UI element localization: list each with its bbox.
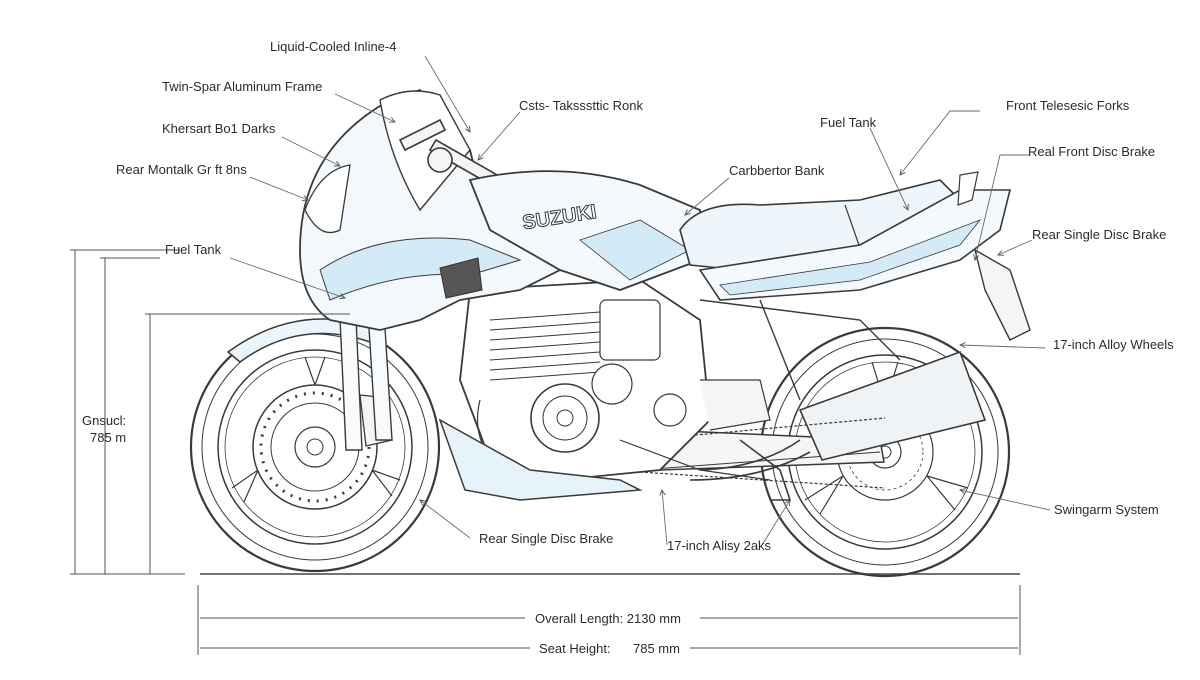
label-fuel-tank-left: Fuel Tank	[165, 242, 222, 257]
label-wheels-right: 17-inch Alloy Wheels	[1053, 337, 1174, 352]
label-rear-brake-right: Rear Single Disc Brake	[1032, 227, 1167, 242]
side-vent	[439, 257, 483, 299]
label-rear-brake-bottom: Rear Single Disc Brake	[479, 531, 614, 546]
tail-light	[957, 171, 979, 206]
label-front-disc-left: Khersart Bo1 Darks	[162, 121, 276, 136]
leader-lines	[229, 55, 1051, 546]
exhaust-muffler	[689, 350, 987, 481]
front-wheel	[189, 321, 441, 573]
label-frame: Twin-Spar Aluminum Frame	[162, 79, 323, 94]
tail-accent	[719, 219, 982, 296]
ground-clearance-label: Gnsucl:	[82, 413, 127, 428]
label-fuel-tank-top: Fuel Tank	[820, 115, 877, 130]
label-engine: Liquid-Cooled Inline-4	[270, 39, 397, 54]
label-center-top: Csts- Taksssttic Ronk	[519, 98, 644, 113]
seat-height-value: 785 mm	[633, 641, 680, 656]
engine-block	[459, 279, 771, 481]
label-rear-monitor: Rear Montalk Gr ft 8ns	[116, 162, 247, 177]
rear-hugger	[973, 248, 1031, 341]
lower-fairing	[438, 418, 643, 501]
label-wheels-bottom: 17-inch Alisy 2aks	[667, 538, 772, 553]
label-front-brake: Real Front Disc Brake	[1028, 144, 1156, 159]
rear-subframe	[699, 299, 901, 401]
headlight	[304, 164, 351, 234]
tail-cowl	[698, 189, 1012, 301]
dimension-lines	[70, 249, 1021, 655]
overall-length: Overall Length: 2130 mm	[535, 611, 681, 626]
label-forks: Front Telesesic Forks	[1006, 98, 1130, 113]
front-forks	[339, 311, 393, 451]
fairing-accent	[319, 237, 522, 301]
label-carburetor: Carbbertor Bank	[729, 163, 825, 178]
seat-height-label: Seat Height:	[539, 641, 611, 656]
footpeg-bracket	[739, 439, 792, 501]
windscreen	[379, 90, 471, 212]
ground-clearance-value: 785 m	[90, 430, 127, 445]
label-swingarm: Swingarm System	[1054, 502, 1159, 517]
